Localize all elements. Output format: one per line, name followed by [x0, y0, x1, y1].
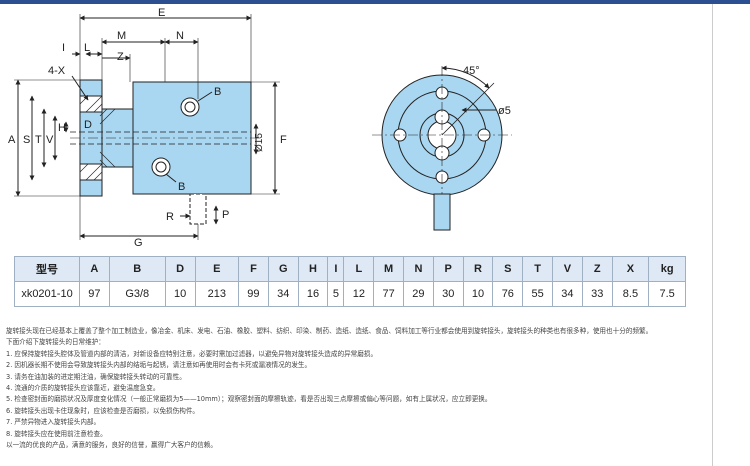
- table-header-cell: E: [194, 256, 240, 282]
- table-cell: 55: [522, 281, 554, 307]
- table-cell: 8.5: [611, 281, 650, 307]
- table-cell: G3/8: [108, 281, 166, 307]
- dim-M: M: [117, 30, 126, 42]
- table-header-cell: L: [343, 256, 375, 282]
- table-header-cell: R: [462, 256, 494, 282]
- maintenance-notes: 旋转接头现在已经基本上覆盖了整个加工制造业，像冶金、机床、发电、石油、橡胶、塑料…: [6, 326, 706, 451]
- table-cell: 34: [552, 281, 583, 307]
- dim-S: S: [23, 134, 30, 146]
- table-header-cell: X: [611, 256, 650, 282]
- table-cell: 29: [403, 281, 434, 307]
- table-header-cell: P: [432, 256, 464, 282]
- table-header-cell: A: [79, 256, 110, 282]
- notes-list: 1. 应保持旋转接头腔体及管道内部的清洁，对新设备应特别注意，必要时需加过滤器，…: [6, 349, 706, 452]
- side-view: [14, 14, 280, 240]
- top-border: [0, 0, 750, 4]
- dim-Z: Z: [117, 51, 124, 63]
- port-B-bottom: B: [178, 181, 185, 193]
- notes-intro: 旋转接头现在已经基本上覆盖了整个加工制造业，像冶金、机床、发电、石油、橡胶、塑料…: [6, 327, 653, 335]
- note-item: 8. 旋转接头应在使用前注意检查。: [6, 429, 107, 438]
- dim-T: T: [35, 134, 42, 146]
- table-cell: 99: [238, 281, 269, 307]
- note-item: 7. 严禁异物进入旋转接头内部。: [6, 418, 101, 427]
- note-item: 2. 因机器长期不使用会导致旋转接头内部的结垢与起锈，请注意如再使用时会有卡死或…: [6, 361, 312, 370]
- dim-L: L: [84, 42, 90, 54]
- table-cell: 213: [194, 281, 240, 307]
- note-item: 5. 检查密封面的磨损状况及厚度变化情况（一般正常磨损为5——10mm）；观察密…: [6, 395, 492, 404]
- table-cell: 33: [581, 281, 613, 307]
- note-item: 4. 流通的介质的旋转接头应该靠近，避免温度急变。: [6, 384, 160, 393]
- table-cell: 10: [164, 281, 196, 307]
- table-cell: 12: [343, 281, 375, 307]
- note-item: 3. 请务在油加装的进定期注油，确保旋转接头转动的可靠性。: [6, 372, 186, 381]
- note-item: 6. 旋转接头出现卡住现象时，应该检查是否磨损，以免损伤构件。: [6, 406, 200, 415]
- table-header-cell: M: [373, 256, 405, 282]
- dim-phi5: ø5: [498, 105, 511, 117]
- table-cell: 16: [297, 281, 329, 307]
- table-header-cell: G: [267, 256, 299, 282]
- table-cell: 77: [373, 281, 405, 307]
- dim-V: V: [46, 134, 54, 146]
- table-header-cell: B: [108, 256, 166, 282]
- table-cell: 5: [327, 281, 345, 307]
- table-cell: 7.5: [648, 281, 686, 307]
- table-header-cell: I: [327, 256, 345, 282]
- dim-D: D: [84, 119, 92, 131]
- table-header-cell: S: [492, 256, 524, 282]
- table-header-cell: F: [238, 256, 269, 282]
- dim-F: F: [280, 134, 287, 146]
- angle-45: 45°: [463, 65, 480, 77]
- dim-G: G: [134, 237, 143, 249]
- table-header-cell: H: [297, 256, 329, 282]
- table-header-cell: V: [552, 256, 583, 282]
- table-header-cell: T: [522, 256, 554, 282]
- table-header-cell: D: [164, 256, 196, 282]
- table-cell: 34: [267, 281, 299, 307]
- table-header-cell: 型号: [14, 256, 80, 282]
- dim-H: H: [58, 122, 66, 134]
- table-header-cell: N: [403, 256, 434, 282]
- table-cell: xk0201-10: [14, 281, 80, 307]
- dim-phi15: Ø15: [254, 133, 265, 152]
- table-cell: 30: [432, 281, 464, 307]
- table-header-cell: kg: [648, 256, 686, 282]
- note-item: 以一流的优良的产品，满意的服务，良好的信誉，赢得广大客户的信赖。: [6, 441, 217, 450]
- dim-I: I: [62, 42, 65, 54]
- technical-drawing: E M N I L Z 4-X A S T V D H B B R P G F …: [8, 7, 512, 249]
- dim-R: R: [166, 211, 174, 223]
- dim-E: E: [158, 7, 165, 19]
- dim-P: P: [222, 209, 229, 221]
- table-cell: 97: [79, 281, 110, 307]
- front-view: [372, 65, 512, 231]
- table-cell: 10: [462, 281, 494, 307]
- port-B-top: B: [214, 86, 221, 98]
- dim-4X: 4-X: [48, 65, 66, 77]
- table-header-cell: Z: [581, 256, 613, 282]
- page-divider: [712, 4, 713, 466]
- note-item: 1. 应保持旋转接头腔体及管道内部的清洁，对新设备应特别注意，必要时需加过滤器，…: [6, 349, 378, 358]
- table-cell: 76: [492, 281, 524, 307]
- dim-N: N: [176, 30, 184, 42]
- dim-A: A: [8, 134, 16, 146]
- notes-heading: 下面介绍下旋转接头的日常维护：: [6, 338, 105, 347]
